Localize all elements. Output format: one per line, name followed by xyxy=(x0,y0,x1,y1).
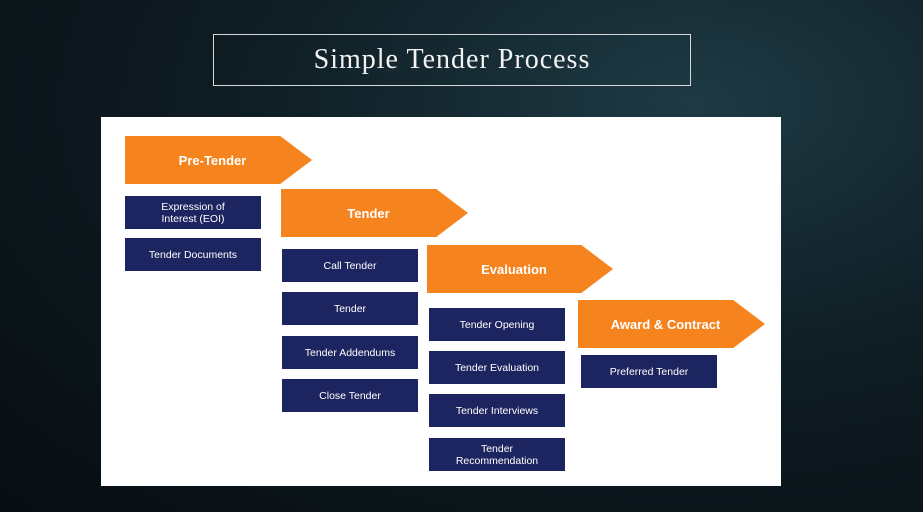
step-close-tender: Close Tender xyxy=(282,379,418,412)
step-tender-evaluation: Tender Evaluation xyxy=(429,351,565,384)
step-preferred-tender: Preferred Tender xyxy=(581,355,717,388)
step-tender: Tender xyxy=(282,292,418,325)
diagram-panel: Pre-Tender Expression of Interest (EOI) … xyxy=(101,117,781,486)
step-tender-addendums: Tender Addendums xyxy=(282,336,418,369)
stage-arrow-award-contract: Award & Contract xyxy=(578,300,765,348)
step-expression-of-interest: Expression of Interest (EOI) xyxy=(125,196,261,229)
step-tender-opening: Tender Opening xyxy=(429,308,565,341)
slide-title: Simple Tender Process xyxy=(213,34,691,86)
stage-arrow-pre-tender: Pre-Tender xyxy=(125,136,312,184)
step-tender-documents: Tender Documents xyxy=(125,238,261,271)
stage-arrow-tender: Tender xyxy=(281,189,468,237)
stage-arrow-evaluation: Evaluation xyxy=(427,245,613,293)
step-call-tender: Call Tender xyxy=(282,249,418,282)
step-tender-recommendation: Tender Recommendation xyxy=(429,438,565,471)
step-tender-interviews: Tender Interviews xyxy=(429,394,565,427)
